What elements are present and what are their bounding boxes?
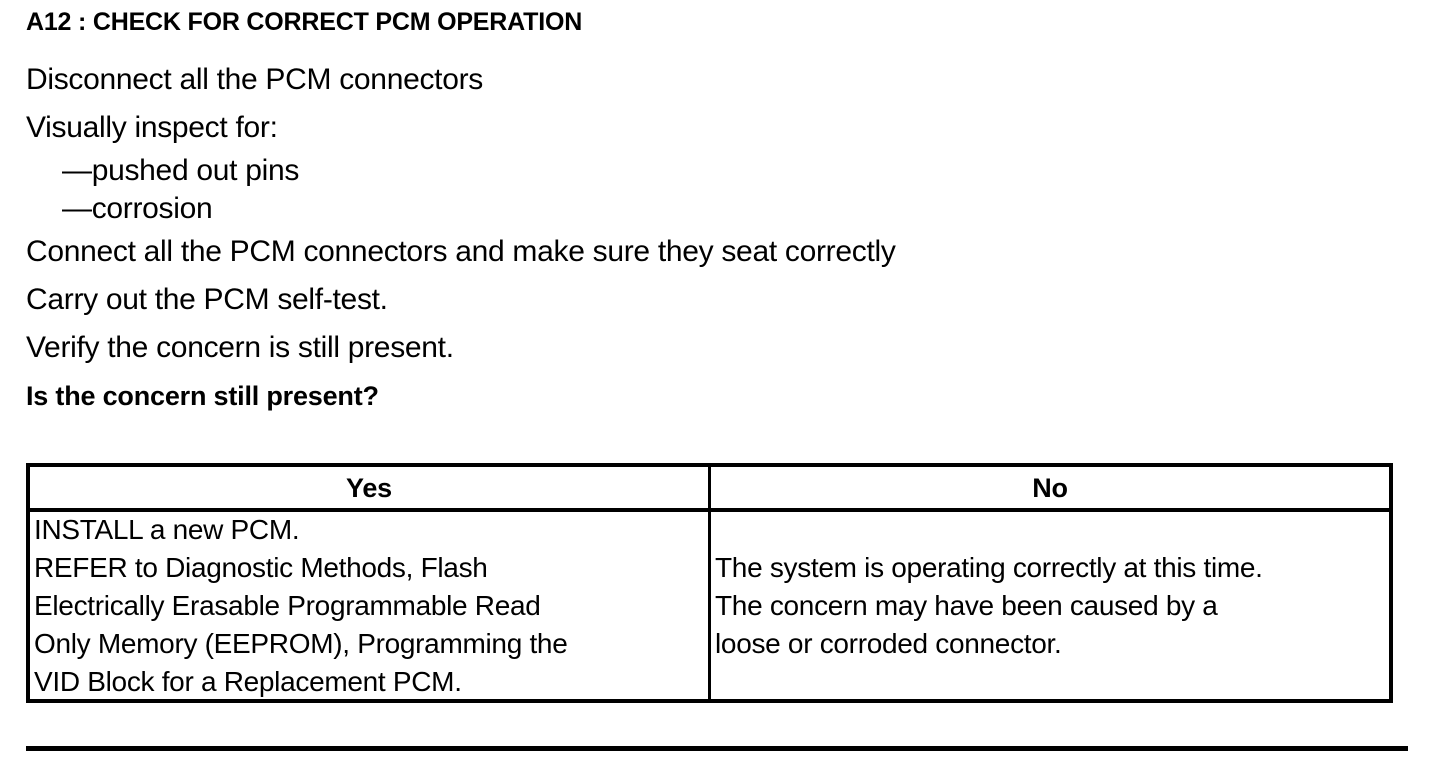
cell-line: REFER to Diagnostic Methods, Flash: [34, 551, 488, 583]
step-line: Connect all the PCM connectors and make …: [26, 235, 896, 268]
step-line: Disconnect all the PCM connectors: [26, 63, 483, 96]
section-divider-rule: [26, 746, 1408, 751]
step-sub-line: —corrosion: [62, 192, 213, 225]
cell-line: Only Memory (EEPROM), Programming the: [34, 627, 568, 659]
decision-table-body-row: INSTALL a new PCM. REFER to Diagnostic M…: [30, 512, 1389, 699]
decision-table-header-yes: Yes: [30, 467, 711, 508]
cell-line: loose or corroded connector.: [715, 627, 1062, 659]
cell-line: The concern may have been caused by a: [715, 589, 1218, 621]
decision-table-header-no-label: No: [1032, 472, 1068, 503]
decision-table-header-row: Yes No: [30, 467, 1389, 512]
decision-table-cell-no: The system is operating correctly at thi…: [711, 512, 1389, 699]
cell-line: VID Block for a Replacement PCM.: [34, 665, 462, 697]
step-sub-line: —pushed out pins: [62, 154, 300, 187]
decision-table-header-no: No: [711, 467, 1389, 508]
decision-question: Is the concern still present?: [26, 381, 379, 411]
step-line: Visually inspect for:: [26, 111, 278, 144]
decision-table-header-yes-label: Yes: [346, 472, 392, 503]
cell-line: Electrically Erasable Programmable Read: [34, 589, 541, 621]
step-line: Verify the concern is still present.: [26, 331, 454, 364]
decision-table: Yes No INSTALL a new PCM. REFER to Diagn…: [26, 463, 1393, 703]
step-line: Carry out the PCM self-test.: [26, 283, 388, 316]
page-title: A12 : CHECK FOR CORRECT PCM OPERATION: [26, 8, 583, 36]
cell-line: The system is operating correctly at thi…: [715, 551, 1263, 583]
procedure-steps-list: Disconnect all the PCM connectors Visual…: [26, 56, 1406, 420]
decision-table-cell-yes: INSTALL a new PCM. REFER to Diagnostic M…: [30, 512, 711, 699]
cell-line: INSTALL a new PCM.: [34, 513, 300, 545]
